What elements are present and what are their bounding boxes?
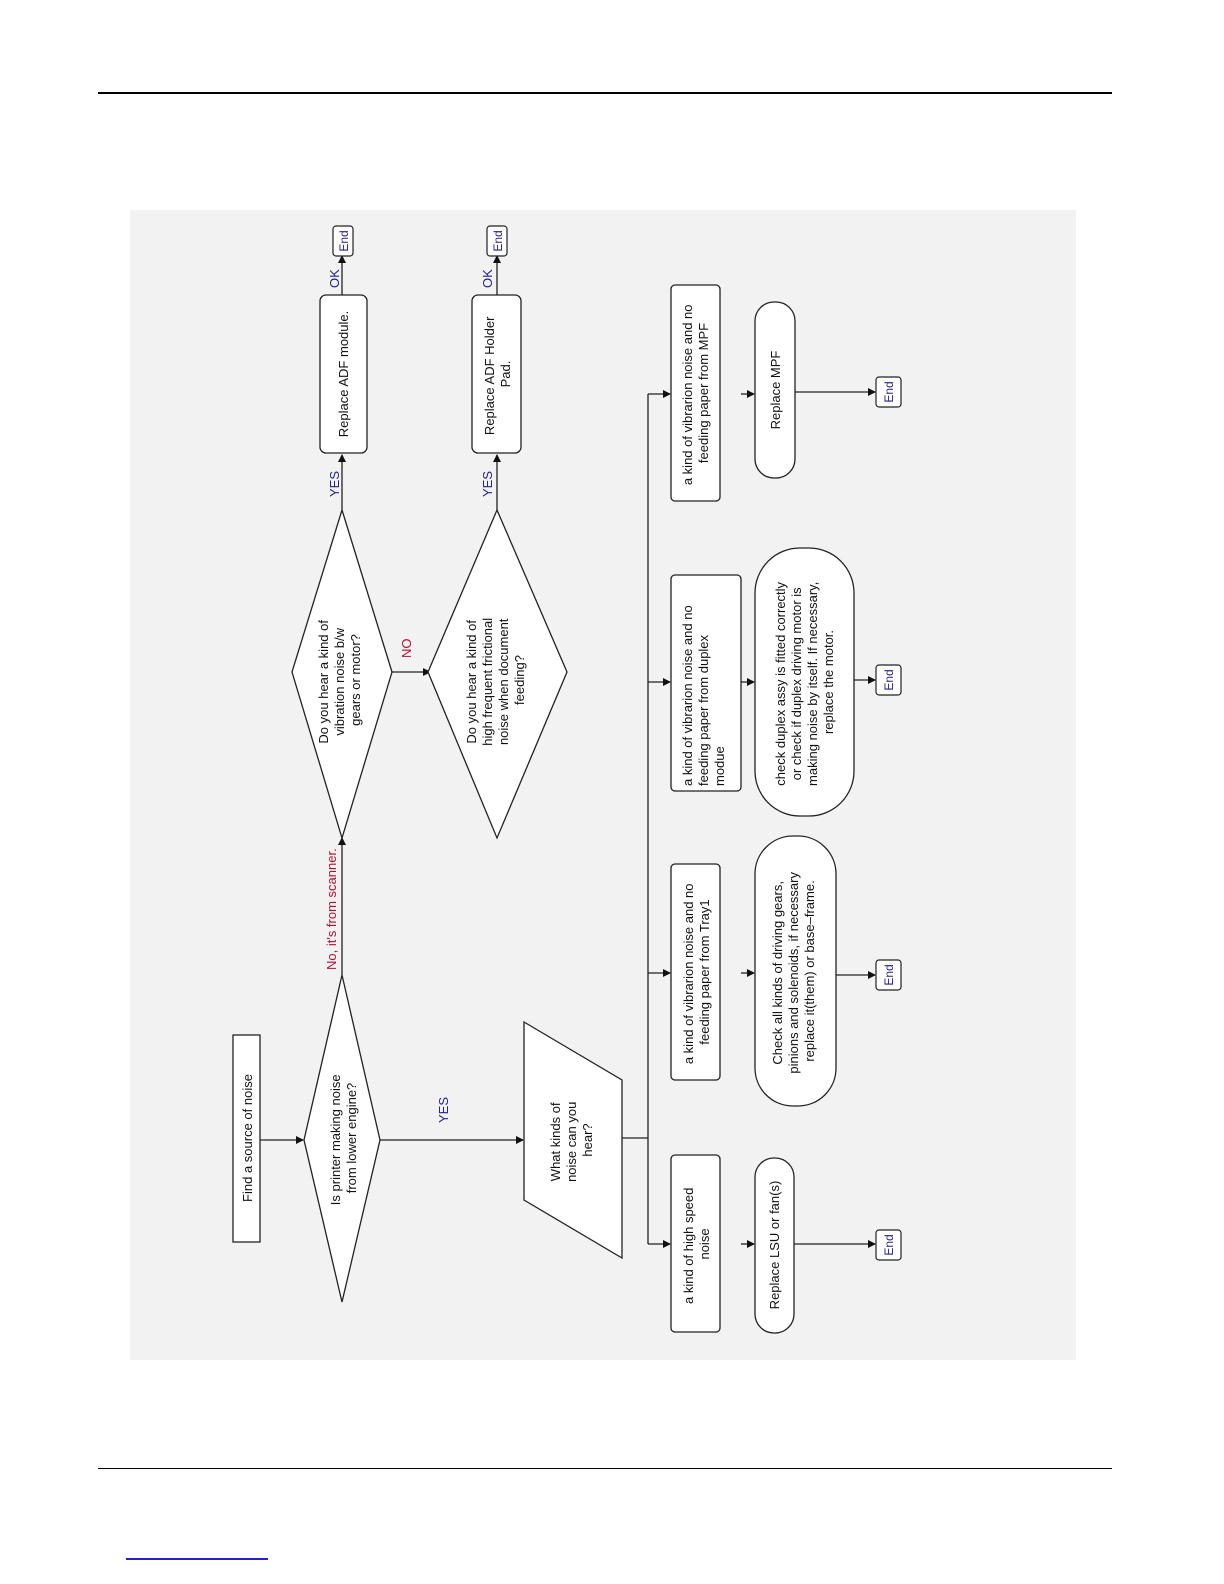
category-tray1-text: a kind of vibrarion noise and no feeding… [681,880,712,1064]
start-label: Find a source of noise [240,1074,255,1202]
process-replace-adf-pad-text: Replace ADF Holder Pad. [482,313,513,435]
end-terminal: End [875,959,902,991]
svg-text:End: End [882,1234,896,1255]
category-tray1: a kind of vibrarion noise and no feeding… [670,863,721,1081]
footer-rule [98,1468,1112,1469]
svg-text:Replace MPF: Replace MPF [768,351,783,430]
edge-label-no: NO [399,639,414,659]
svg-text:Replace ADF module.: Replace ADF module. [336,311,351,437]
action-check-gears-text: Check all kinds of driving gears, pinion… [770,868,817,1073]
decision-vibration: Do you hear a kind of vibration noise b/… [291,507,393,841]
svg-text:End: End [882,669,896,690]
svg-text:End: End [882,964,896,985]
process-replace-adf-module: Replace ADF module. [319,294,368,454]
category-high-speed-text: a kind of high speed noise [681,1184,712,1304]
edge-label-yes: YES [327,471,342,497]
end-terminal: End [332,225,354,257]
end-terminal: End [875,376,902,408]
footer-link[interactable] [126,1558,268,1560]
svg-text:Replace LSU or fan(s): Replace LSU or fan(s) [767,1181,782,1310]
end-terminal: End [875,664,902,696]
decision-frictional: Do you hear a kind of high frequent fric… [427,508,568,840]
process-replace-adf-pad: Replace ADF Holder Pad. [471,294,522,454]
start-box: Find a source of noise [232,1034,261,1243]
edge-label-no-scanner: No, it's from scanner. [324,848,339,970]
action-check-duplex-text: check duplex assy is fitted correctly or… [773,578,836,786]
decision-lower-engine: Is printer making noise from lower engin… [303,974,381,1303]
input-what-kinds: What kinds of noise can you hear? [523,1020,623,1260]
action-replace-lsu: Replace LSU or fan(s) [754,1157,795,1334]
end-terminal: End [486,225,508,257]
edge-label-ok: OK [327,269,342,288]
decision-lower-engine-text: Is printer making noise from lower engin… [328,1071,359,1205]
edge-label-yes: YES [480,471,495,497]
edge-label-yes: YES [436,1097,451,1123]
category-mpf-text: a kind of vibrarion noise and no feeding… [680,301,711,485]
category-duplex: a kind of vibrarion noise and no feeding… [670,574,742,792]
action-check-duplex: check duplex assy is fitted correctly or… [754,547,855,817]
edge-label-ok: OK [480,269,495,288]
decision-frictional-text: Do you hear a kind of high frequent fric… [464,614,527,746]
action-replace-mpf: Replace MPF [754,301,796,479]
decision-vibration-text: Do you hear a kind of vibration noise b/… [316,616,363,743]
category-mpf: a kind of vibrarion noise and no feeding… [670,284,721,502]
end-terminal: End [875,1229,902,1261]
header-rule [98,92,1112,94]
category-duplex-text: a kind of vibrarion noise and no feeding… [680,602,727,786]
svg-text:End: End [882,381,896,402]
category-high-speed: a kind of high speed noise [670,1154,721,1333]
svg-text:End: End [491,230,505,251]
action-check-gears: Check all kinds of driving gears, pinion… [754,835,837,1107]
svg-text:End: End [337,230,351,251]
input-what-kinds-text: What kinds of noise can you hear? [548,1098,595,1182]
